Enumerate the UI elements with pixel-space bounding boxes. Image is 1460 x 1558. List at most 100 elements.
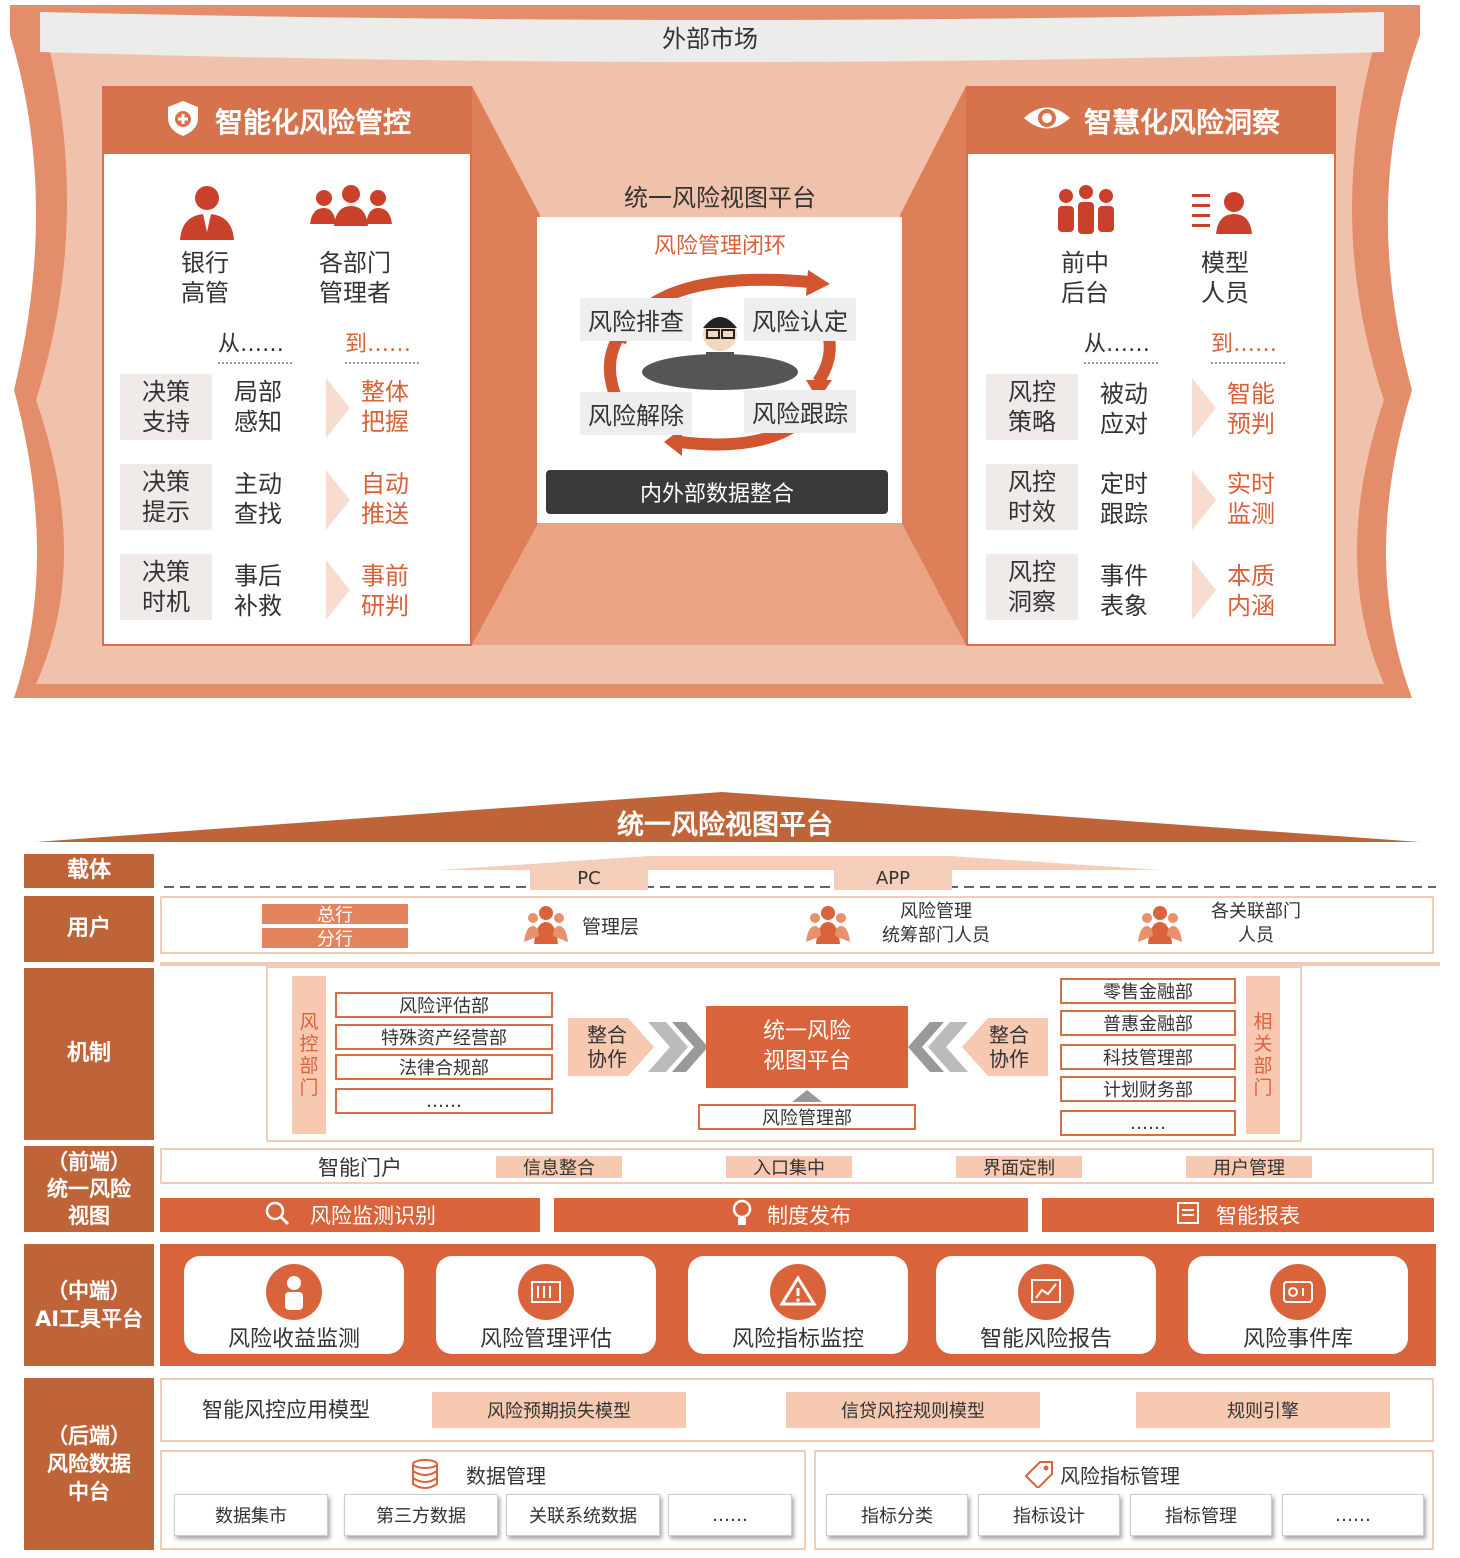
bar-risk-monitoring: 风险监测识别 [160,1198,540,1232]
group-management: 管理层 [582,916,640,938]
arrow-icon [1192,560,1216,620]
loop-step: 风险认定 [744,298,856,341]
portal-tag: 信息整合 [496,1156,622,1179]
carrier-pc: PC [530,866,648,890]
left-panel: 智能化风险管控 [102,86,472,646]
role-managers: 各部门 管理者 [319,249,391,307]
double-chevron-right-icon [568,1018,708,1076]
index-item: 指标设计 [978,1494,1120,1536]
loop-step: 风险解除 [580,392,692,435]
data-item: 数据集市 [174,1494,328,1536]
modeler-icon [1192,190,1254,238]
team-icon [1054,184,1118,240]
portal-tag: 入口集中 [726,1156,852,1179]
bottom-title: 统一风险视图平台 [617,809,833,841]
related-dept-vertical: 相 关 部 门 [1246,976,1280,1134]
row-label-mechanism: 机制 [24,968,154,1140]
tag-icon [1022,1460,1054,1492]
left-row-key: 决策 提示 [120,464,212,530]
left-row-to: 整体 把握 [361,378,409,436]
index-item: 指标分类 [826,1494,968,1536]
card-smart-report: 智能风险报告 [936,1256,1156,1354]
carrier-app: APP [834,866,952,890]
right-row-to: 实时 监测 [1227,470,1275,528]
double-chevron-left-icon [908,1018,1048,1076]
equalizer-icon [518,1264,574,1320]
loop-step: 风险跟踪 [744,390,856,433]
risk-dept-vertical: 风 控 部 门 [292,976,326,1134]
card-risk-events: 风险事件库 [1188,1256,1408,1354]
dept-item: 法律合规部 [335,1054,553,1080]
row-label-back: （后端） 风险数据 中台 [24,1378,154,1550]
managers-icon [308,184,394,232]
left-row-to: 自动 推送 [361,470,409,528]
index-item: 指标管理 [1130,1494,1272,1536]
right-to: 到…… [1211,326,1285,364]
database-event-icon [1270,1264,1326,1320]
left-row-from: 事后 补救 [234,562,282,620]
dept-item: 特殊资产经营部 [335,1024,553,1050]
model-tag: 风险预期损失模型 [432,1392,686,1428]
dept-item: 零售金融部 [1060,978,1236,1004]
executive-icon [176,182,238,246]
right-row-from: 事件 表象 [1100,562,1148,620]
dept-item: 风险评估部 [335,992,553,1018]
role-modelers: 模型 人员 [1201,249,1249,307]
data-item: 第三方数据 [344,1494,498,1536]
bar-policy-release: 制度发布 [554,1198,1028,1232]
warning-icon [770,1264,826,1320]
lightbulb-icon [731,1199,753,1232]
index-item: …… [1282,1494,1424,1536]
right-from: 从…… [1084,326,1158,364]
models-title: 智能风控应用模型 [202,1398,370,1422]
tag-head-office: 总行 [262,904,408,926]
right-row-key: 风控 时效 [986,464,1078,530]
data-mgmt-title: 数据管理 [466,1464,546,1488]
integrate-left: 整合 协作 [587,1023,627,1071]
data-integration-bar: 内外部数据整合 [546,470,888,514]
left-panel-header: 智能化风险管控 [104,88,470,154]
left-from: 从…… [218,326,292,364]
right-row-from: 被动 应对 [1100,380,1148,438]
portal-tag: 用户管理 [1186,1156,1312,1179]
role-front-back: 前中 后台 [1061,249,1109,307]
right-row-key: 风控 策略 [986,374,1078,440]
right-panel-header: 智慧化风险洞察 [968,88,1334,154]
row-label-users: 用户 [24,896,154,962]
market-label: 外部市场 [662,24,758,53]
model-tag: 规则引擎 [1136,1392,1390,1428]
eye-icon [1022,103,1072,140]
arrow-icon [326,470,350,530]
report-icon [1176,1201,1200,1230]
card-risk-assessment: 风险管理评估 [436,1256,656,1354]
up-arrow-icon [792,1090,822,1102]
card-risk-indicators: 风险指标监控 [688,1256,908,1354]
right-panel: 智慧化风险洞察 [966,86,1336,646]
row-label-carrier: 载体 [24,854,154,888]
arrow-icon [326,378,350,438]
left-row-from: 局部 感知 [234,378,282,436]
group-icon [806,904,850,948]
dept-item: 计划财务部 [1060,1076,1236,1102]
tag-branch: 分行 [262,928,408,950]
dept-item: 科技管理部 [1060,1044,1236,1070]
row-label-front: （前端） 统一风险 视图 [24,1146,154,1232]
role-executive: 银行 高管 [181,249,229,307]
loop-step: 风险排查 [580,298,692,341]
divider [160,962,1440,966]
index-mgmt-title: 风险指标管理 [1060,1464,1180,1488]
bar-smart-report: 智能报表 [1042,1198,1434,1232]
roof [36,792,1420,842]
shield-icon [163,98,203,145]
left-to: 到…… [345,326,419,364]
group-risk-coordination: 风险管理 统筹部门人员 [882,901,990,946]
person-icon [266,1264,322,1320]
group-icon [1138,904,1182,948]
carrier-line [164,856,1436,888]
model-tag: 信贷风控规则模型 [786,1392,1040,1428]
left-row-from: 主动 查找 [234,470,282,528]
dept-item: …… [1060,1110,1236,1136]
left-row-key: 决策 时机 [120,554,212,620]
chart-doc-icon [1018,1264,1074,1320]
right-panel-title: 智慧化风险洞察 [1083,106,1280,139]
